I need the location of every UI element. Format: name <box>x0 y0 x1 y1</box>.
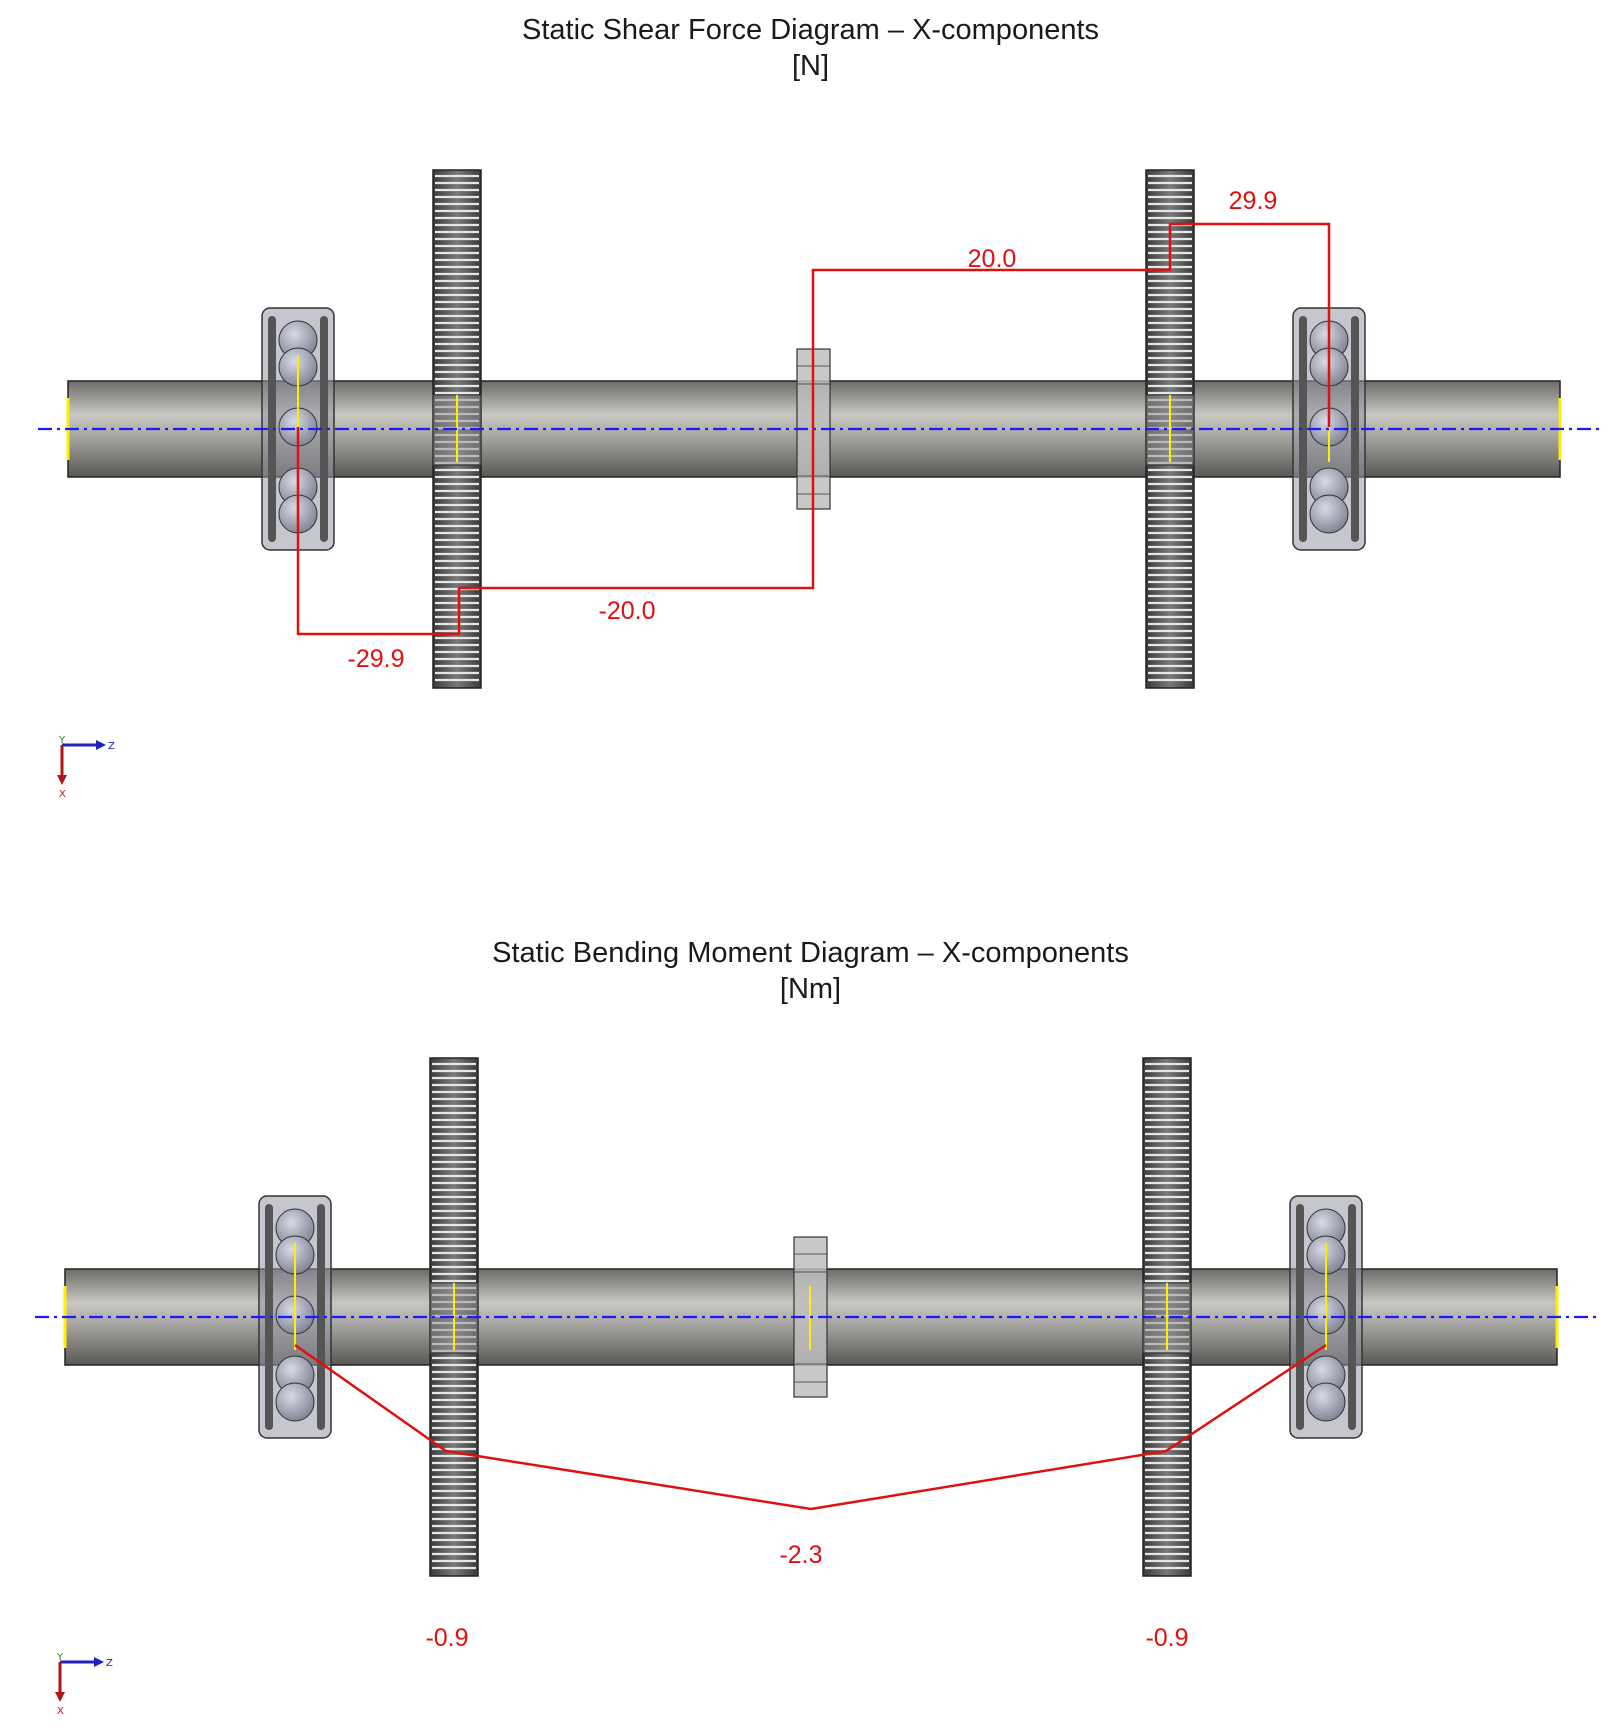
moment-label-left-gear: -0.9 <box>425 1624 468 1652</box>
moment-shaft-drawing: -2.3 -0.9 -0.9 Z X Y <box>35 1057 1597 1717</box>
triad-x-label: X <box>59 789 66 800</box>
triad-x-label: X <box>57 1706 64 1717</box>
triad-z-label: Z <box>106 1658 113 1669</box>
bearing-right <box>1289 1195 1363 1439</box>
moment-diagram-panel: Static Bending Moment Diagram – X-compon… <box>0 925 1621 1725</box>
moment-diagram-title: Static Bending Moment Diagram – X-compon… <box>0 935 1621 1007</box>
shaft-assembly-top <box>38 169 1600 689</box>
shear-diagram-panel: Static Shear Force Diagram – X-component… <box>0 0 1621 860</box>
shear-diagram-title: Static Shear Force Diagram – X-component… <box>0 12 1621 84</box>
triad-z-label: Z <box>108 741 115 752</box>
triad-y-label: Y <box>58 735 66 746</box>
shaft-assembly-bottom <box>35 1057 1597 1577</box>
moment-label-mid: -2.3 <box>779 1541 822 1569</box>
axis-triad-top: Z X Y <box>57 735 115 800</box>
bending-moment-curve <box>294 1343 1327 1511</box>
moment-unit-text: [Nm] <box>779 973 842 1005</box>
shear-unit-text: [N] <box>791 50 830 82</box>
bearing-left <box>258 1195 332 1439</box>
shear-label-lower-span: -20.0 <box>599 597 656 625</box>
moment-title-text: Static Bending Moment Diagram – X-compon… <box>492 937 1129 969</box>
shear-label-left-bearing: -29.9 <box>348 645 405 673</box>
shear-title-text: Static Shear Force Diagram – X-component… <box>521 14 1100 46</box>
shear-shaft-drawing: 29.9 20.0 -20.0 -29.9 Z X Y <box>38 169 1600 800</box>
shear-label-upper-span: 20.0 <box>968 245 1017 273</box>
shear-force-curve <box>296 222 1331 636</box>
triad-y-label: Y <box>56 1652 64 1663</box>
moment-label-right-gear: -0.9 <box>1145 1624 1188 1652</box>
axis-triad-bottom: Z X Y <box>55 1652 113 1717</box>
shear-label-right-bearing: 29.9 <box>1229 187 1278 215</box>
